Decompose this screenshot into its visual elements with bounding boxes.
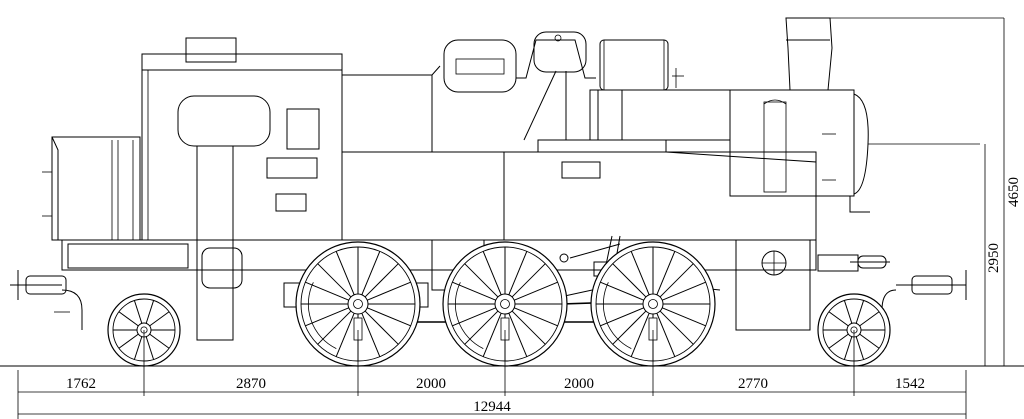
wheel-spoke <box>452 307 496 327</box>
wheel-spoke <box>612 310 647 345</box>
wheel-spoke <box>855 336 865 360</box>
wheel-spoke <box>508 251 528 295</box>
wheelset <box>107 241 891 367</box>
coupled-driving-wheel-icon <box>590 241 716 367</box>
wheel-spoke <box>630 313 650 357</box>
wheel-spoke <box>133 336 143 360</box>
wheel-spoke <box>843 336 853 360</box>
wheel-spoke <box>317 310 352 345</box>
wheel-spoke <box>364 310 399 345</box>
wheel-spoke <box>452 281 496 301</box>
cab-rear-bunker <box>51 136 141 241</box>
cab <box>141 53 343 241</box>
wheel-spoke <box>828 311 849 327</box>
wheel-spoke <box>659 263 694 298</box>
dim-2770: 2770 <box>738 376 768 392</box>
wheel-spoke <box>859 311 880 327</box>
wheel-spoke <box>118 311 139 327</box>
wheel-spoke <box>600 281 644 301</box>
front-buffer <box>911 275 953 295</box>
dim-height-4650: 4650 <box>1006 177 1022 207</box>
wheel-spoke <box>612 263 647 298</box>
rear-buffer <box>25 275 67 295</box>
wheel-spoke <box>514 281 558 301</box>
wheel-spoke <box>511 310 546 345</box>
wheel-spoke <box>659 310 694 345</box>
dim-2000-a: 2000 <box>416 376 446 392</box>
cab-side-window <box>286 108 320 150</box>
steam-dome <box>533 31 587 73</box>
wheel-spoke <box>662 307 706 327</box>
dim-1542: 1542 <box>895 376 925 392</box>
wheel-spoke <box>464 263 499 298</box>
wheel-spoke <box>335 313 355 357</box>
roof-ventilator <box>185 37 237 63</box>
wheel-spoke <box>145 336 155 360</box>
wheel-spoke <box>482 313 502 357</box>
wheel-spoke <box>149 333 170 349</box>
locomotive-body <box>42 17 1004 341</box>
dim-total-length: 12944 <box>473 399 511 415</box>
wheel-spoke <box>305 307 349 327</box>
wheel-spoke <box>859 333 880 349</box>
wheel-spoke <box>514 307 558 327</box>
wheel-spoke <box>367 307 411 327</box>
wheel-spoke <box>656 313 676 357</box>
sand-dome <box>443 39 517 93</box>
wheel-spoke <box>855 300 865 324</box>
wheel-spoke <box>511 263 546 298</box>
dim-2870: 2870 <box>236 376 266 392</box>
wheel-spoke <box>828 333 849 349</box>
wheel-spoke <box>118 333 139 349</box>
wheel-spoke <box>662 281 706 301</box>
cylinder-block <box>735 239 811 331</box>
feed-water-heater <box>599 39 669 91</box>
cab-window <box>177 95 271 147</box>
wheel-spoke <box>335 251 355 295</box>
wheel-spoke <box>656 251 676 295</box>
dim-height-2950: 2950 <box>986 243 1002 273</box>
dim-2000-b: 2000 <box>564 376 594 392</box>
chimney <box>785 17 833 91</box>
dim-1762: 1762 <box>66 376 96 392</box>
wheel-spoke <box>600 307 644 327</box>
wheel-spoke <box>364 263 399 298</box>
coupled-driving-wheel-icon <box>442 241 568 367</box>
wheel-spoke <box>145 300 155 324</box>
coupled-driving-wheel-icon <box>295 241 421 367</box>
wheel-spoke <box>361 313 381 357</box>
wheel-spoke <box>464 310 499 345</box>
wheel-spoke <box>133 300 143 324</box>
wheel-spoke <box>305 281 349 301</box>
wheel-spoke <box>367 281 411 301</box>
wheel-spoke <box>482 251 502 295</box>
dimension-lines: 1762 2870 2000 2000 2770 1542 12944 4650… <box>0 18 1024 419</box>
wheel-spoke <box>630 251 650 295</box>
wheel-spoke <box>149 311 170 327</box>
wheel-spoke <box>317 263 352 298</box>
wheel-spoke <box>843 300 853 324</box>
wheel-spoke <box>508 313 528 357</box>
wheel-spoke <box>361 251 381 295</box>
